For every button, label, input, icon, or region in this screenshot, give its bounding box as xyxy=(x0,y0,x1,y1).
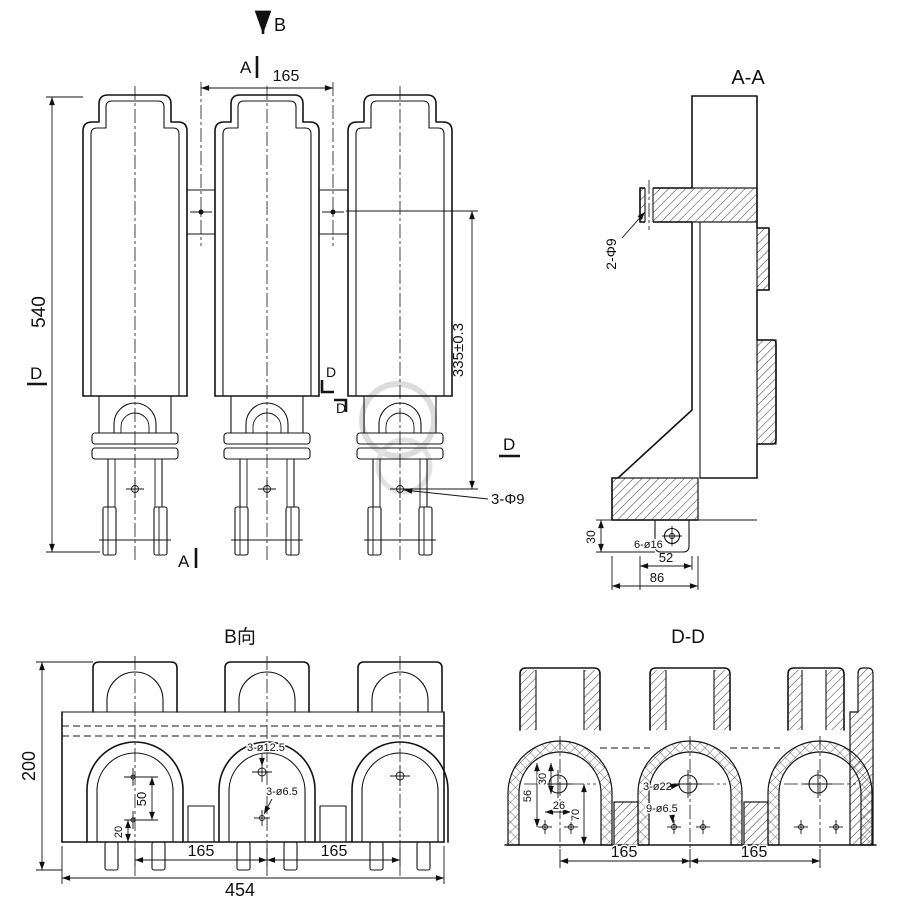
dim-165-b-right-label: 165 xyxy=(321,843,348,860)
section-dd-view: D-D xyxy=(504,627,877,868)
callout-2phi9-label: 2-Φ9 xyxy=(603,238,619,270)
section-d-label-mid-upper: D xyxy=(326,364,336,380)
dim-540-label: 540 xyxy=(29,296,50,328)
section-dd-title: D-D xyxy=(671,627,705,648)
stub-dd-1 xyxy=(519,667,601,731)
view-b-dims: 50 20 200 165 165 454 xyxy=(19,661,445,902)
dim-26-label: 26 xyxy=(553,800,565,812)
dim-335: 335±0.3 xyxy=(346,210,478,490)
callout-3o22-label: 3-ø22 xyxy=(643,781,672,793)
dim-70-label: 70 xyxy=(570,809,582,821)
callout-3phi9-label: 3-Φ9 xyxy=(491,491,525,508)
stub-dd-3 xyxy=(787,667,845,731)
view-b-body xyxy=(61,655,449,877)
view-b-holes: 3-ø12.5 3-ø6.5 xyxy=(124,741,410,829)
dim-20-label: 20 xyxy=(113,826,125,838)
section-d-marks-middle: D D D xyxy=(320,364,520,458)
view-direction-b: B xyxy=(254,10,286,35)
section-d-label-mid-lower: D xyxy=(336,400,346,416)
front-view: B A A 165 540 D 335±0.3 xyxy=(27,10,526,571)
callout-3phi9: 3-Φ9 xyxy=(403,487,526,510)
dim-540: 540 D xyxy=(27,96,100,553)
pole-front-2 xyxy=(214,85,320,561)
view-b-arrow-label: B xyxy=(274,15,286,35)
dim-165-top-label: 165 xyxy=(273,68,300,85)
callout-3o65-label: 3-ø6.5 xyxy=(266,786,298,798)
pole-front-1 xyxy=(82,85,188,561)
section-a-label-bottom: A xyxy=(178,552,190,571)
pole-b-2 xyxy=(218,655,316,877)
section-dd-body xyxy=(504,667,877,853)
callout-9o65-label: 9-ø6.5 xyxy=(646,803,678,815)
dim-52-label: 52 xyxy=(659,550,673,565)
pole-b-1 xyxy=(86,655,184,877)
section-a-label-top: A xyxy=(240,58,252,77)
view-b: B向 3-ø12.5 3-ø6.5 xyxy=(19,626,449,902)
dim-454-label: 454 xyxy=(225,880,255,900)
section-dd-dims: 56 30 26 70 3-ø22 9-ø6.5 165 165 xyxy=(521,763,821,868)
dim-86-label: 86 xyxy=(650,570,664,585)
dim-165-top: 165 xyxy=(201,68,333,91)
pole-link-brackets xyxy=(186,82,349,246)
dim-30-dd-label: 30 xyxy=(537,773,549,785)
dim-50-label: 50 xyxy=(134,792,149,806)
section-aa-dims: 30 6-ø16 52 86 xyxy=(584,519,699,590)
arch-dd-2 xyxy=(637,735,743,853)
section-aa-view: A-A 2-Φ9 xyxy=(584,67,777,590)
section-a-marks: A A xyxy=(178,56,259,571)
callout-6o16-label: 6-ø16 xyxy=(634,539,663,551)
dim-335-label: 335±0.3 xyxy=(450,323,467,377)
dim-165-dd-left-label: 165 xyxy=(611,844,638,861)
dim-165-b-left-label: 165 xyxy=(188,843,215,860)
callout-3o125-label: 3-ø12.5 xyxy=(247,742,285,754)
stub-dd-2 xyxy=(649,667,731,731)
section-d-label-left: D xyxy=(30,364,42,383)
callout-2phi9: 2-Φ9 xyxy=(602,211,646,271)
view-b-title: B向 xyxy=(224,626,256,648)
dim-165-dd-right-label: 165 xyxy=(741,844,768,861)
dim-30-label: 30 xyxy=(584,530,598,544)
section-d-label-right: D xyxy=(503,435,515,454)
section-aa-title: A-A xyxy=(731,67,765,89)
section-aa-outline xyxy=(611,95,777,553)
dim-200-label: 200 xyxy=(19,751,39,781)
dim-56-label: 56 xyxy=(522,790,534,802)
section-aa-hatching xyxy=(611,187,777,521)
